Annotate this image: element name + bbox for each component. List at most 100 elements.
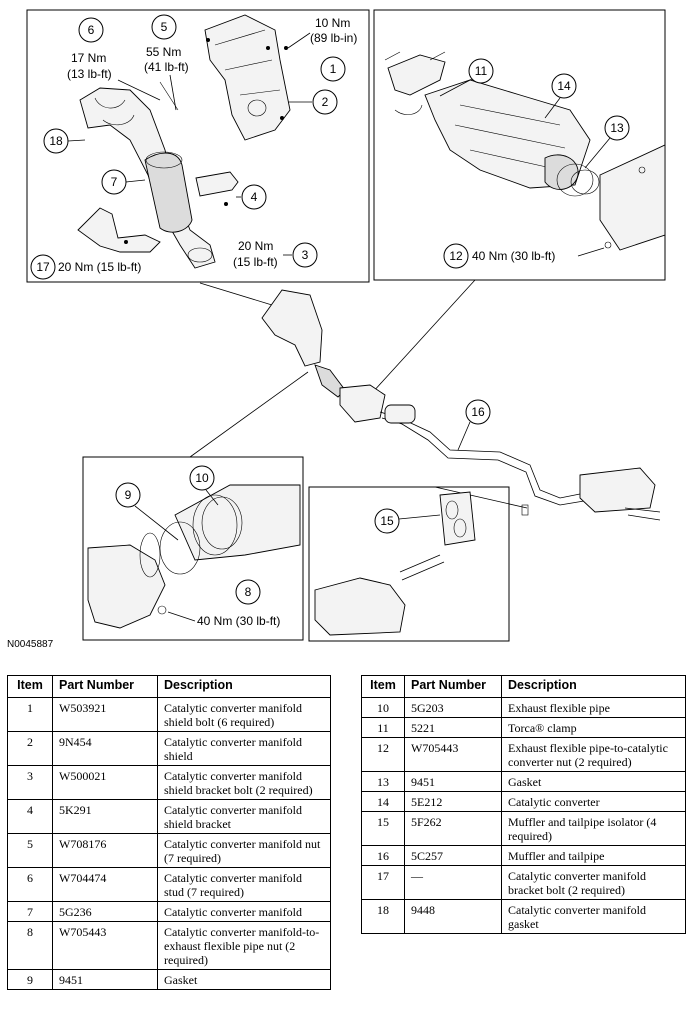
figure-id: N0045887 [7,639,54,650]
svg-text:5: 5 [161,20,168,34]
cell-item: 10 [361,697,405,718]
svg-text:18: 18 [49,134,63,148]
torque-6-line2: (13 lb-ft) [67,67,112,81]
cell-part-number: 5G236 [52,901,158,922]
cell-description: Muffler and tailpipe isolator (4 require… [501,811,686,846]
cell-description: Exhaust flexible pipe [501,697,686,718]
svg-text:9: 9 [125,488,132,502]
cell-item: 15 [361,811,405,846]
torque-1-line2: (89 lb-in) [310,31,357,45]
cell-part-number: — [404,865,502,900]
table-header-row: Item Part Number Description [361,675,686,698]
cell-item: 1 [7,697,53,732]
table-header-row: Item Part Number Description [7,675,331,698]
col-header-part-number: Part Number [404,675,502,698]
cell-part-number: W503921 [52,697,158,732]
callout-4: 4 [241,184,267,210]
svg-text:13: 13 [610,121,624,135]
cell-description: Torca® clamp [501,717,686,738]
converter-drawing [384,51,666,251]
cell-item: 9 [7,969,53,990]
cell-item: 12 [361,737,405,772]
manifold-bracket-drawing [77,207,161,253]
cell-description: Gasket [501,771,686,792]
cell-part-number: 5C257 [404,845,502,866]
cell-item: 2 [7,731,53,766]
torque-3-line2: (15 lb-ft) [233,255,278,269]
detail-box-manifold [26,9,370,283]
cell-description: Catalytic converter manifold bracket bol… [501,865,686,900]
flex-pipe-drawing [87,484,301,629]
cell-item: 17 [361,865,405,900]
svg-text:2: 2 [322,95,329,109]
svg-text:14: 14 [557,79,571,93]
cell-item: 5 [7,833,53,868]
cell-part-number: 9448 [404,899,502,934]
svg-text:17: 17 [36,260,50,274]
cell-part-number: 9N454 [52,731,158,766]
cell-part-number: W705443 [52,921,158,970]
callout-16: 16 [465,399,491,425]
exhaust-system-diagram: 1 10 Nm (89 lb-in) 2 4 20 Nm (15 lb-ft) … [7,9,666,650]
svg-text:15: 15 [380,514,394,528]
callout-5: 5 [151,14,177,40]
svg-text:16: 16 [471,405,485,419]
table-row: 17—Catalytic converter manifold bracket … [361,865,686,900]
torque-8: 40 Nm (30 lb-ft) [197,614,280,628]
cell-description: Catalytic converter manifold-to-exhaust … [157,921,331,970]
cell-item: 18 [361,899,405,934]
callout-2: 2 [312,89,338,115]
cell-item: 11 [361,717,405,738]
cell-part-number: 5K291 [52,799,158,834]
cell-description: Muffler and tailpipe [501,845,686,866]
callout-12: 12 [443,243,469,269]
cell-item: 4 [7,799,53,834]
cell-description: Catalytic converter manifold [157,901,331,922]
cell-description: Catalytic converter manifold shield brac… [157,799,331,834]
cell-description: Catalytic converter manifold gasket [501,899,686,934]
svg-text:10: 10 [195,471,209,485]
callout-11: 11 [468,58,494,84]
cell-part-number: W705443 [404,737,502,772]
cell-description: Catalytic converter manifold shield [157,731,331,766]
callout-15: 15 [374,508,400,534]
svg-text:7: 7 [111,175,118,189]
torque-5-line2: (41 lb-ft) [144,60,189,74]
torque-1-line1: 10 Nm [315,16,350,30]
callout-13: 13 [604,115,630,141]
cell-item: 7 [7,901,53,922]
cell-description: Catalytic converter manifold shield bolt… [157,697,331,732]
callout-6: 6 [78,17,104,43]
cell-item: 8 [7,921,53,970]
cell-item: 13 [361,771,405,792]
cell-item: 6 [7,867,53,902]
svg-text:12: 12 [449,249,463,263]
cell-part-number: W500021 [52,765,158,800]
callout-14: 14 [551,73,577,99]
cell-part-number: 5221 [404,717,502,738]
col-header-description: Description [501,675,686,698]
svg-text:8: 8 [245,585,252,599]
svg-text:4: 4 [251,190,258,204]
torque-5-line1: 55 Nm [146,45,181,59]
cell-part-number: 9451 [52,969,158,990]
svg-text:11: 11 [475,64,488,78]
torque-3-line1: 20 Nm [238,239,273,253]
detail-box-flex-pipe [82,456,304,641]
